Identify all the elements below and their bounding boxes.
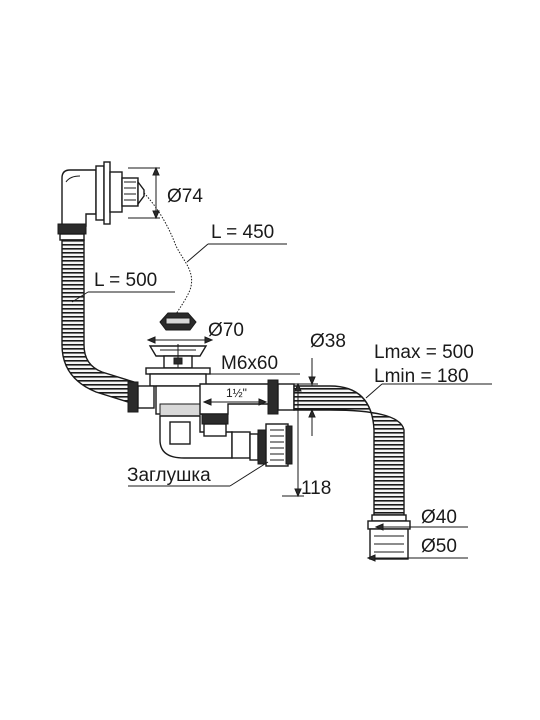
l450-leader (186, 243, 287, 263)
outlet-connector (267, 379, 295, 415)
d74-label: Ø74 (167, 186, 203, 207)
lmax-leader (365, 383, 492, 399)
overflow-elbow (61, 161, 111, 227)
d50-dimension (366, 554, 468, 562)
h118-label: 118 (301, 478, 331, 499)
d74-dimension (128, 166, 160, 220)
siphon-body (155, 383, 271, 459)
thread-dimension (202, 398, 268, 406)
l450-label: L = 450 (211, 222, 274, 243)
d38-label: Ø38 (310, 331, 346, 352)
lmin-label: Lmin = 180 (374, 366, 469, 387)
overflow-hose (57, 223, 135, 403)
drain-stopper (159, 312, 197, 331)
d40-label: Ø40 (421, 507, 457, 528)
lmax-label: Lmax = 500 (374, 342, 474, 363)
overflow-flange (109, 171, 145, 213)
d70-dimension (146, 336, 214, 344)
h118-dimension (282, 382, 304, 498)
plug-leader (128, 461, 269, 487)
overflow-connector (127, 381, 155, 413)
d40-dimension (374, 523, 468, 531)
d70-label: Ø70 (208, 320, 244, 341)
d50-label: Ø50 (421, 536, 457, 557)
drain-grate (145, 344, 211, 387)
plug-label: Заглушка (127, 465, 211, 486)
thread-label: 1½" (226, 386, 247, 400)
drain-hose (293, 385, 411, 560)
control-cable (143, 192, 192, 323)
m6x60-label: M6x60 (221, 353, 278, 374)
l500-leader (71, 291, 175, 303)
l500-label: L = 500 (94, 270, 157, 291)
plug-outlet (231, 423, 293, 467)
